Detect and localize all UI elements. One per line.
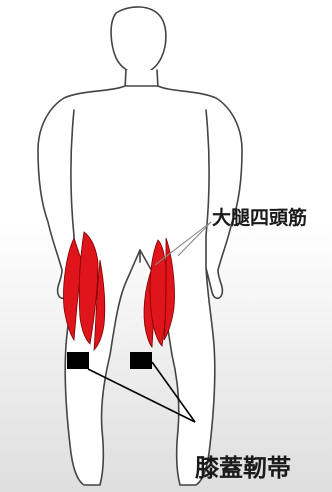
- head: [111, 7, 166, 74]
- patellar-tendon-label: 膝蓋靭帯: [195, 454, 291, 482]
- left-patellar-tendon: [67, 352, 89, 369]
- quadriceps-label: 大腿四頭筋: [212, 206, 307, 229]
- right-patellar-tendon: [130, 352, 152, 369]
